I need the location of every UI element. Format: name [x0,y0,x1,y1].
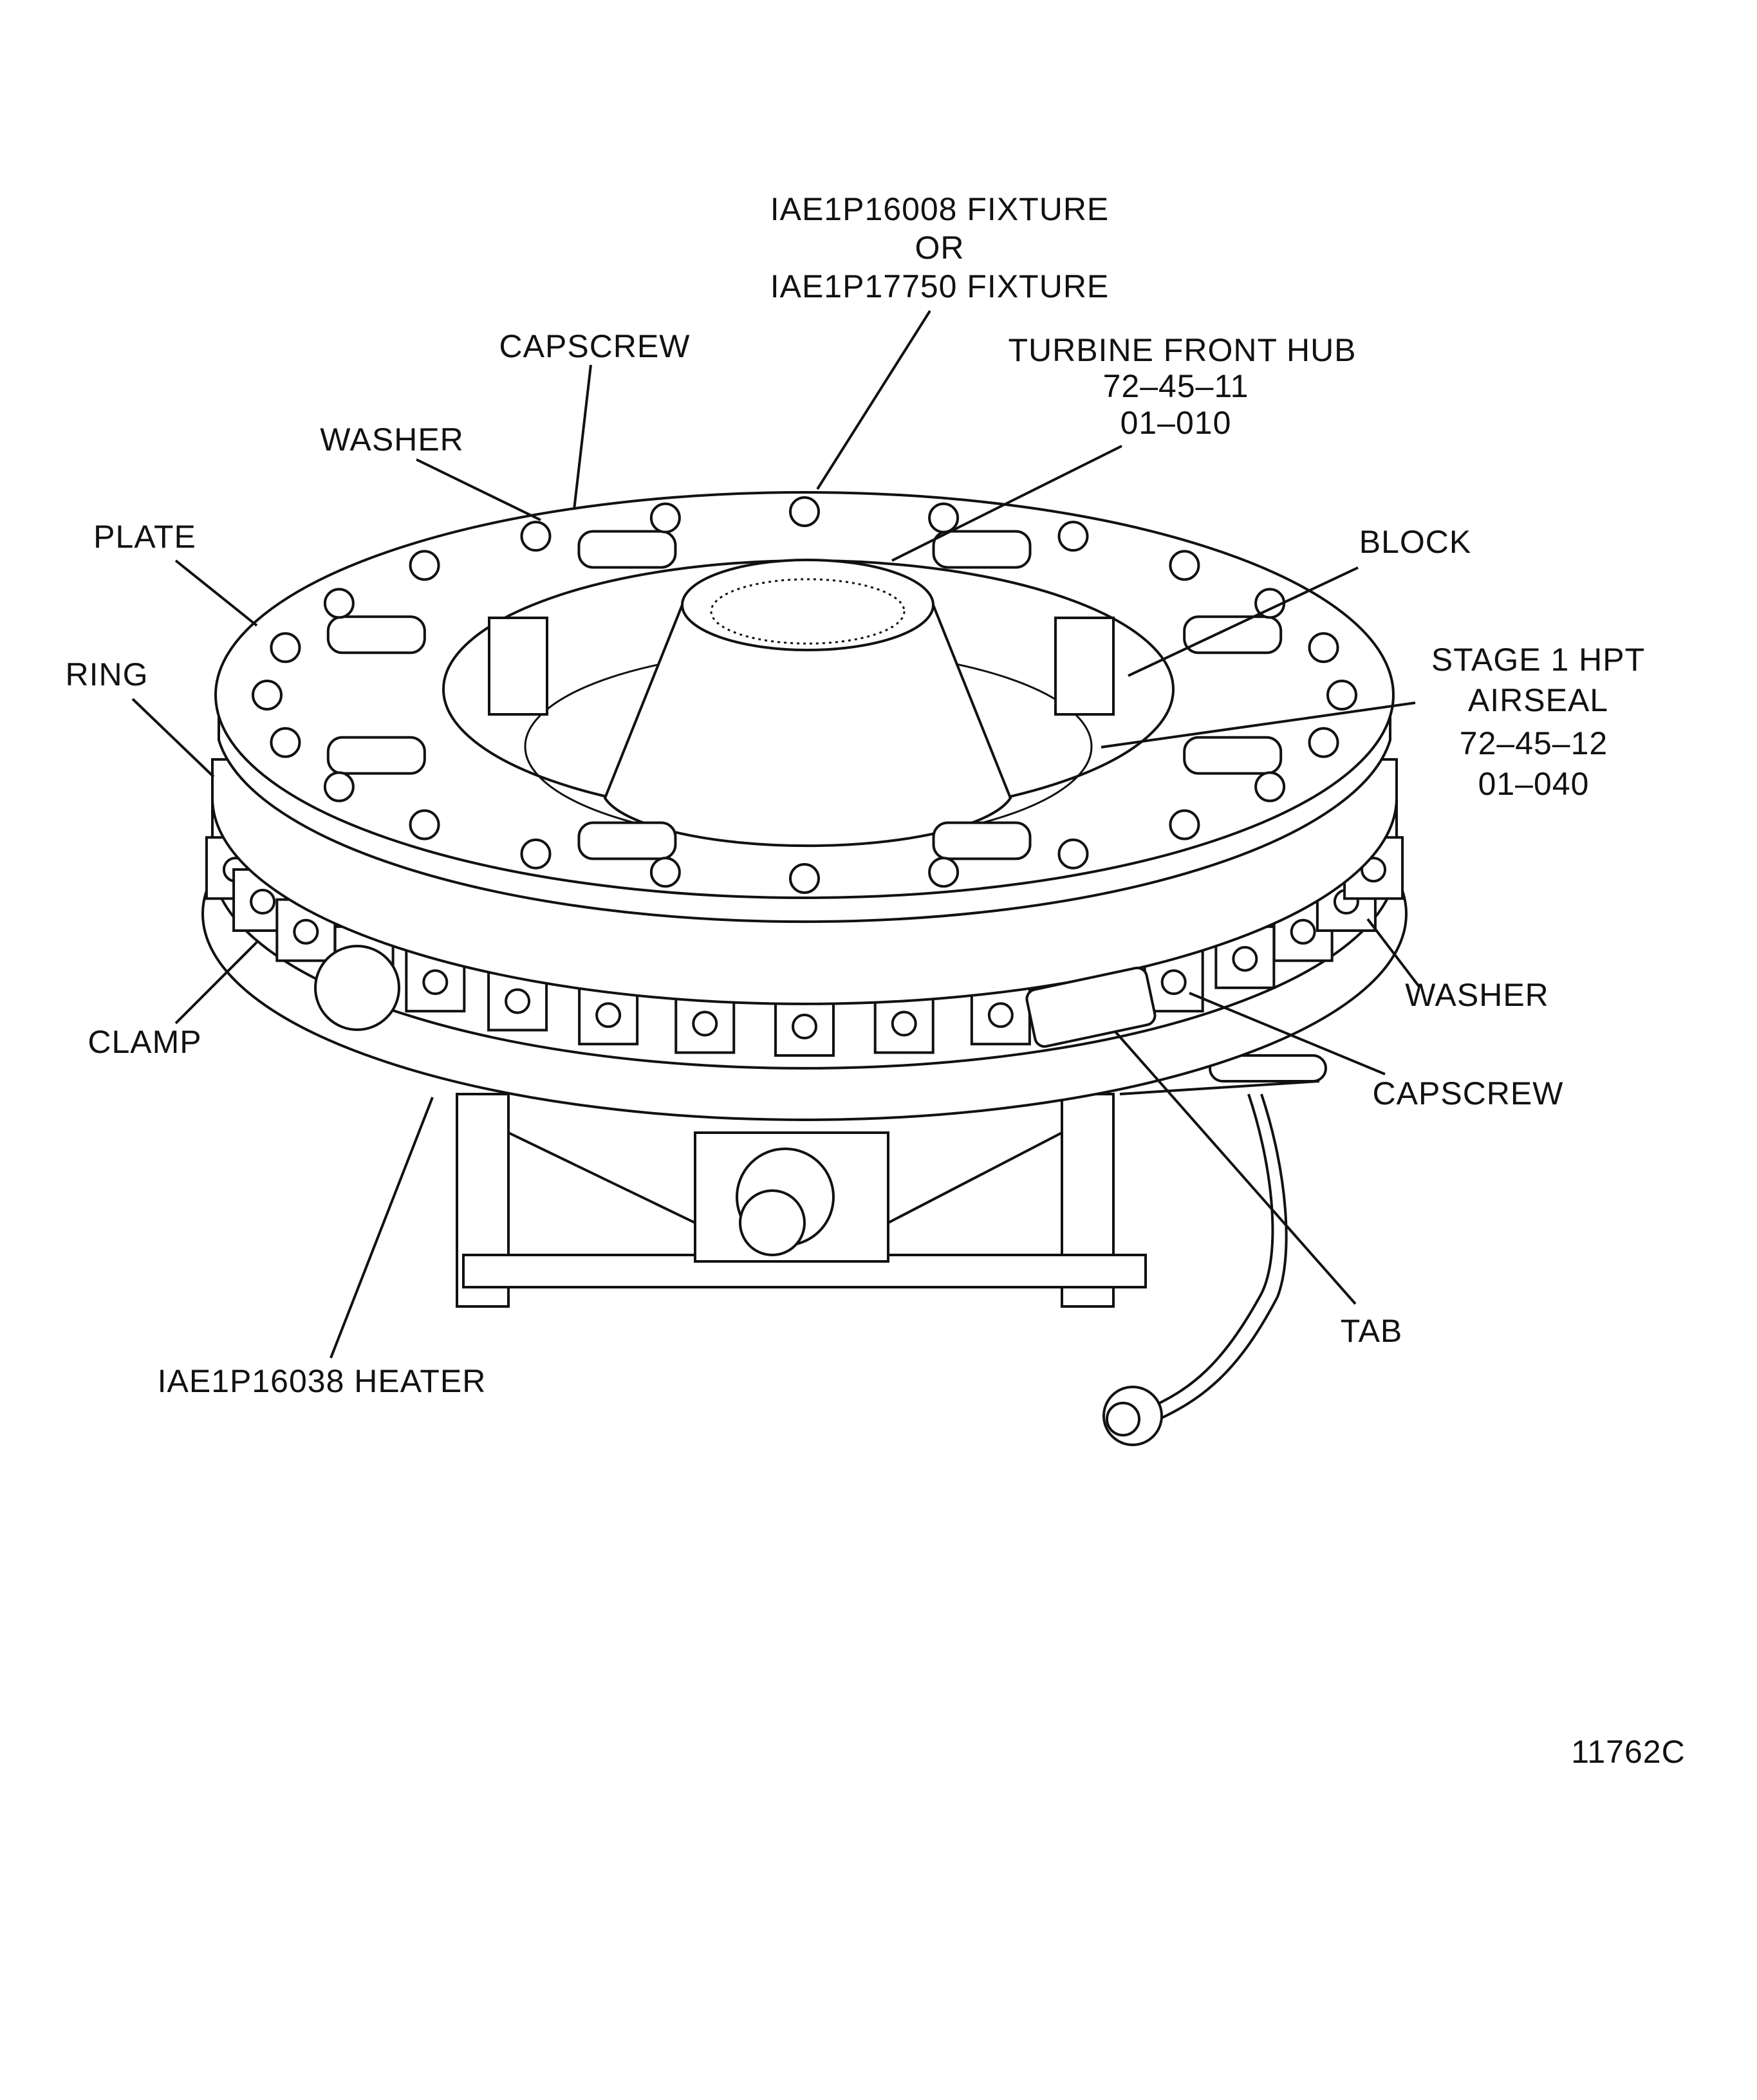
capscrew-icon [270,632,301,664]
plate-slot [1183,736,1283,775]
label-clamp: CLAMP [88,1024,201,1060]
plate-slots [326,530,1283,860]
label-tab: TAB [1341,1313,1403,1349]
clamp-capscrew-icon [595,1002,622,1028]
capscrew-icon [520,838,552,869]
capscrew-icon [409,550,440,581]
plate-slot [326,615,426,655]
label-airseal-name1: STAGE 1 HPT [1431,642,1645,678]
capscrew-icon [409,809,440,841]
clamp-capscrew-icon [987,1002,1014,1028]
plate-slot [932,530,1032,569]
capscrew-icon [1057,838,1089,869]
plate-capscrews [252,496,1357,894]
label-hub-name: TURBINE FRONT HUB [1008,332,1356,368]
capscrew-icon [1326,680,1357,711]
capscrew-icon [928,857,960,888]
figure-id: 11762C [1571,1734,1685,1770]
label-block: BLOCK [1359,524,1472,560]
block [1054,617,1115,716]
clamp-capscrew-icon [505,988,531,1014]
label-fixture-2: IAE1P17750 FIXTURE [770,268,1110,304]
tab [1025,967,1157,1048]
label-washer-top: WASHER [320,422,464,458]
capscrew-icon [1254,771,1286,803]
capscrew-icon [323,771,355,803]
clamp-capscrew-icon [422,969,449,996]
clamp-capscrew-icon [792,1014,817,1039]
label-fixture-1: IAE1P16008 FIXTURE [770,191,1110,227]
label-hub-ref2: 01–010 [1120,405,1232,441]
label-hub-ref1: 72–45–11 [1103,368,1249,404]
heater-cable [1102,1093,1288,1446]
capscrew-icon [1308,727,1339,758]
clamp-capscrew-icon [293,918,319,945]
clamp-capscrew-icon [250,889,276,915]
clamp-capscrew-icon [891,1010,917,1037]
capscrew-icon [270,727,301,758]
label-airseal-name2: AIRSEAL [1468,682,1608,718]
label-fixture-or: OR [915,230,965,266]
label-airseal-ref2: 01–040 [1478,766,1590,802]
label-heater: IAE1P16038 HEATER [158,1363,487,1399]
capscrew-icon [1169,809,1200,841]
label-capscrew-top: CAPSCREW [499,328,691,364]
plate-slot [932,821,1032,860]
clamp-capscrew-icon [1160,969,1187,996]
plate-slot [577,530,677,569]
capscrew-icon [649,502,681,534]
label-plate: PLATE [93,519,196,555]
label-capscrew-right: CAPSCREW [1373,1075,1564,1111]
clamp-capscrew-icon [1232,945,1258,972]
label-washer-right: WASHER [1405,977,1549,1013]
clamp-capscrew-icon [1290,918,1316,945]
plate-slot [577,821,677,860]
plate-slot [1183,615,1283,655]
turbine-front-hub [603,559,1012,848]
clamp-capscrew-icon [692,1010,718,1037]
capscrew-icon [252,680,283,711]
plate-slot [326,736,426,775]
capscrew-icon [928,502,960,534]
label-ring: RING [66,656,149,692]
capscrew-icon [649,857,681,888]
capscrew-icon [323,588,355,619]
clamp-capscrew-icon [1361,857,1387,883]
capscrew-icon [1057,521,1089,552]
knob [314,945,400,1031]
capscrew-icon [1169,550,1200,581]
block [488,617,548,716]
heater-base-frame [456,1054,1327,1308]
capscrew-icon [789,863,820,894]
capscrew-icon [1308,632,1339,664]
label-airseal-ref1: 72–45–12 [1460,725,1608,761]
capscrew-icon [789,496,820,527]
leader-lines [131,310,1420,1359]
capscrew-icon [520,521,552,552]
